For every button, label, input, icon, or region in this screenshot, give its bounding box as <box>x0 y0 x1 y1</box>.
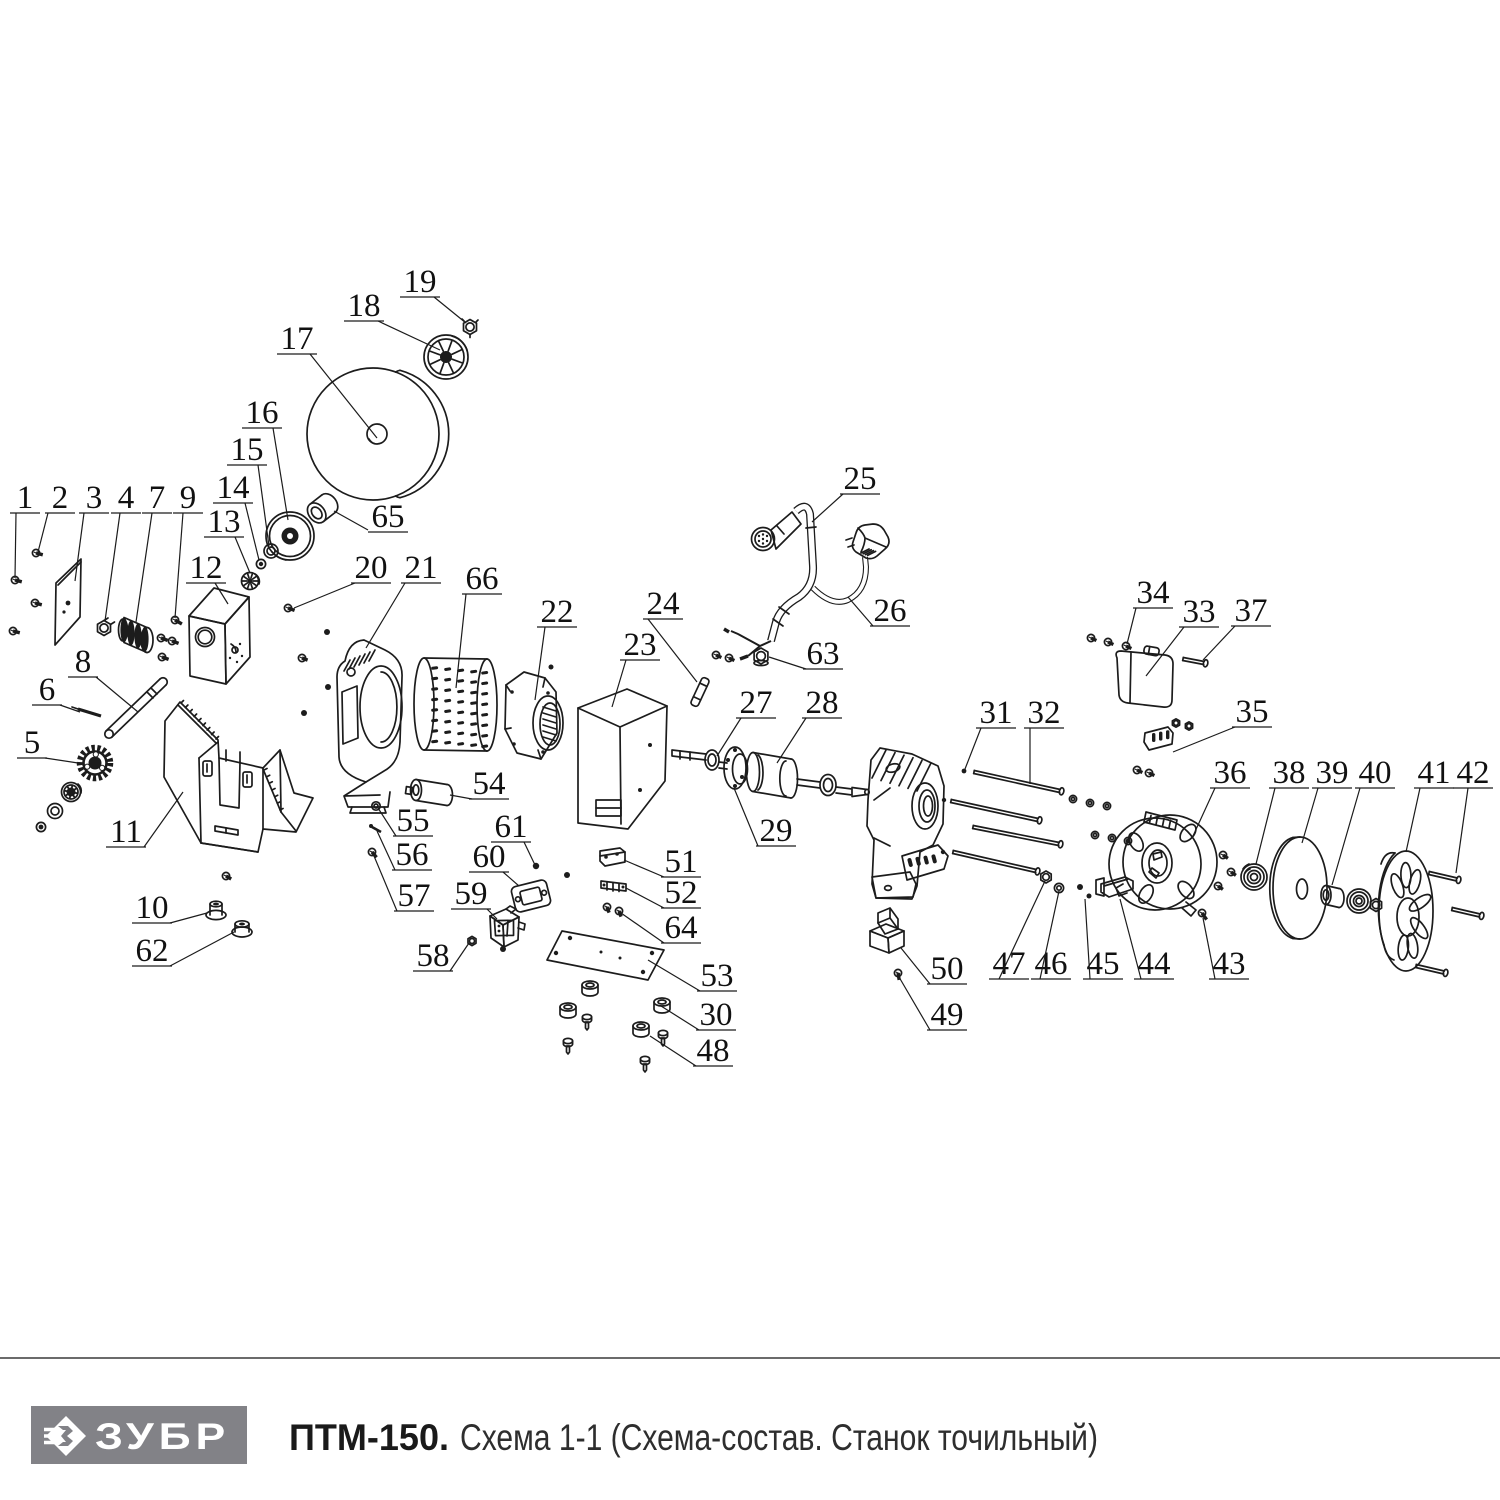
svg-text:6: 6 <box>39 672 56 708</box>
svg-text:58: 58 <box>417 938 450 974</box>
svg-text:37: 37 <box>1235 593 1268 629</box>
svg-text:21: 21 <box>405 550 438 586</box>
svg-text:16: 16 <box>246 395 279 431</box>
svg-text:Схема 1-1 (Схема-состав. Стано: Схема 1-1 (Схема-состав. Станок точильны… <box>460 1417 1098 1458</box>
svg-text:ПТМ-150.: ПТМ-150. <box>289 1417 449 1458</box>
svg-text:49: 49 <box>931 997 964 1033</box>
svg-text:23: 23 <box>624 627 657 663</box>
svg-text:59: 59 <box>455 876 488 912</box>
svg-text:5: 5 <box>24 725 41 761</box>
svg-text:46: 46 <box>1035 946 1068 982</box>
svg-text:20: 20 <box>355 550 388 586</box>
svg-text:39: 39 <box>1316 755 1349 791</box>
svg-text:24: 24 <box>647 586 680 622</box>
svg-text:3: 3 <box>86 480 103 516</box>
svg-text:11: 11 <box>110 814 142 850</box>
svg-text:41: 41 <box>1418 755 1451 791</box>
svg-text:63: 63 <box>807 636 840 672</box>
svg-text:33: 33 <box>1183 594 1216 630</box>
svg-text:25: 25 <box>844 461 877 497</box>
svg-text:32: 32 <box>1028 695 1061 731</box>
svg-text:60: 60 <box>473 839 506 875</box>
svg-text:66: 66 <box>466 561 499 597</box>
svg-text:26: 26 <box>874 593 907 629</box>
svg-text:22: 22 <box>541 594 574 630</box>
svg-text:12: 12 <box>190 550 223 586</box>
svg-text:53: 53 <box>701 958 734 994</box>
svg-text:34: 34 <box>1137 575 1170 611</box>
svg-text:4: 4 <box>118 480 135 516</box>
svg-text:45: 45 <box>1087 946 1120 982</box>
svg-text:61: 61 <box>495 809 528 845</box>
svg-text:43: 43 <box>1213 946 1246 982</box>
svg-text:48: 48 <box>697 1033 730 1069</box>
svg-text:2: 2 <box>52 480 69 516</box>
svg-text:54: 54 <box>473 766 506 802</box>
svg-text:15: 15 <box>231 432 264 468</box>
svg-text:64: 64 <box>665 910 698 946</box>
svg-text:36: 36 <box>1214 755 1247 791</box>
svg-text:1: 1 <box>17 480 34 516</box>
svg-text:62: 62 <box>136 933 169 969</box>
svg-text:51: 51 <box>665 844 698 880</box>
svg-text:40: 40 <box>1359 755 1392 791</box>
svg-text:7: 7 <box>149 480 166 516</box>
svg-text:50: 50 <box>931 951 964 987</box>
svg-text:18: 18 <box>348 288 381 324</box>
svg-text:55: 55 <box>397 803 430 839</box>
svg-text:44: 44 <box>1138 946 1171 982</box>
svg-text:17: 17 <box>281 321 314 357</box>
svg-text:14: 14 <box>217 470 250 506</box>
svg-text:38: 38 <box>1273 755 1306 791</box>
svg-text:29: 29 <box>760 813 793 849</box>
svg-text:35: 35 <box>1236 694 1269 730</box>
svg-text:47: 47 <box>993 946 1026 982</box>
svg-text:52: 52 <box>665 875 698 911</box>
svg-text:56: 56 <box>396 837 429 873</box>
svg-text:10: 10 <box>136 890 169 926</box>
svg-text:13: 13 <box>208 504 241 540</box>
svg-text:31: 31 <box>980 695 1013 731</box>
svg-text:42: 42 <box>1457 755 1490 791</box>
svg-text:65: 65 <box>372 499 405 535</box>
svg-text:27: 27 <box>740 685 773 721</box>
svg-text:ЗУБР: ЗУБР <box>95 1416 230 1457</box>
svg-text:30: 30 <box>700 997 733 1033</box>
svg-text:8: 8 <box>75 644 92 680</box>
svg-text:28: 28 <box>806 685 839 721</box>
svg-text:19: 19 <box>404 264 437 300</box>
svg-text:57: 57 <box>398 878 431 914</box>
svg-text:9: 9 <box>180 480 197 516</box>
